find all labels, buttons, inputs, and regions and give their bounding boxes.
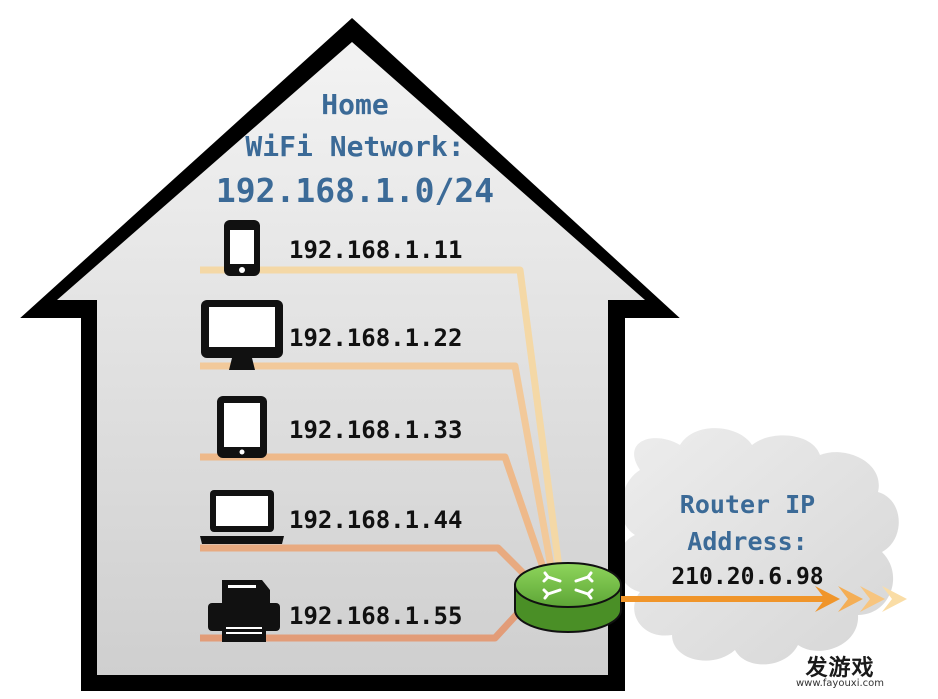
home-house [20, 17, 680, 691]
device-ip-monitor: 192.168.1.22 [289, 324, 463, 352]
monitor-icon [201, 300, 283, 370]
house-title: Home [321, 88, 389, 121]
device-ip-phone: 192.168.1.11 [289, 236, 463, 264]
router-label-line1: Router IP [679, 490, 816, 519]
connection-line [200, 362, 557, 579]
watermark-url: www.fayouxi.com [795, 678, 885, 689]
router-public-ip: 210.20.6.98 [671, 564, 824, 590]
device-ip-printer: 192.168.1.55 [289, 602, 463, 630]
subnet-address: 192.168.1.0/24 [215, 171, 495, 210]
internet-cloud [618, 428, 899, 665]
printer-icon [208, 580, 280, 642]
watermark: 发游戏 www.fayouxi.com [780, 650, 900, 689]
laptop-icon [200, 490, 284, 544]
connection-line [200, 453, 552, 584]
tablet-icon [217, 396, 267, 458]
device-ip-laptop: 192.168.1.44 [289, 506, 463, 534]
connection-line [200, 266, 564, 576]
router-label-line2: Address: [687, 527, 808, 556]
device-ip-tablet: 192.168.1.33 [289, 416, 463, 444]
outgoing-arrow [621, 586, 907, 612]
smartphone-icon [224, 220, 260, 276]
network-name: WiFi Network: [245, 130, 465, 163]
watermark-logo: 发游戏 [805, 656, 875, 681]
router-icon [514, 562, 622, 633]
